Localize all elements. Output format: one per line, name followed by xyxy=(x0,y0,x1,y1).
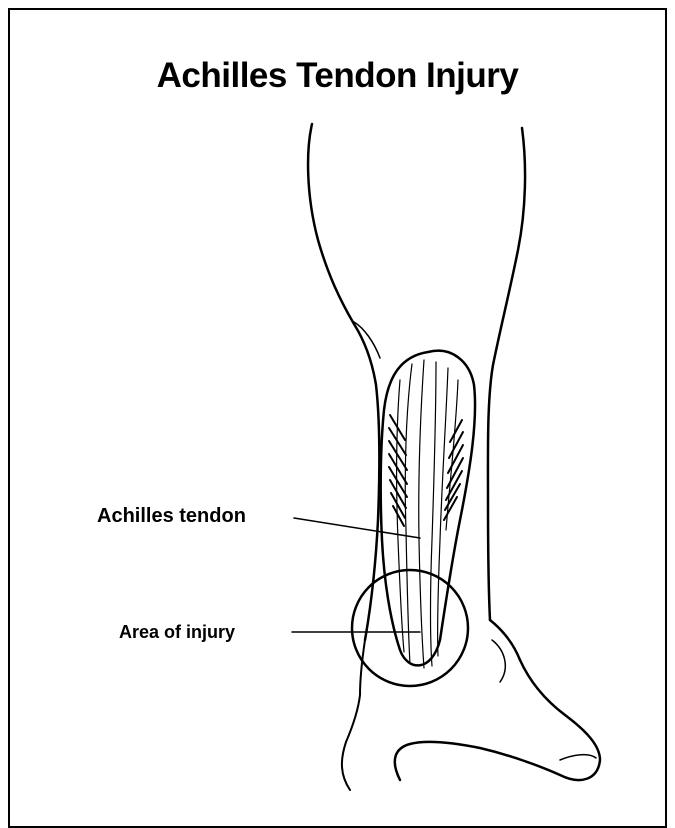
area-of-injury-label: Area of injury xyxy=(119,622,235,643)
tendon-fibers xyxy=(397,360,458,668)
muscle-hatching-left xyxy=(389,415,407,526)
injury-circle xyxy=(352,570,468,686)
ankle-bone xyxy=(492,640,505,682)
heel-back xyxy=(342,742,350,790)
achilles-tendon-label: Achilles tendon xyxy=(97,505,246,528)
calf-right-outline xyxy=(488,128,525,620)
toe-detail xyxy=(560,755,596,760)
heel-outline xyxy=(346,640,365,742)
calf-left-outline xyxy=(308,124,379,640)
muscle-hatching-right xyxy=(444,420,463,520)
